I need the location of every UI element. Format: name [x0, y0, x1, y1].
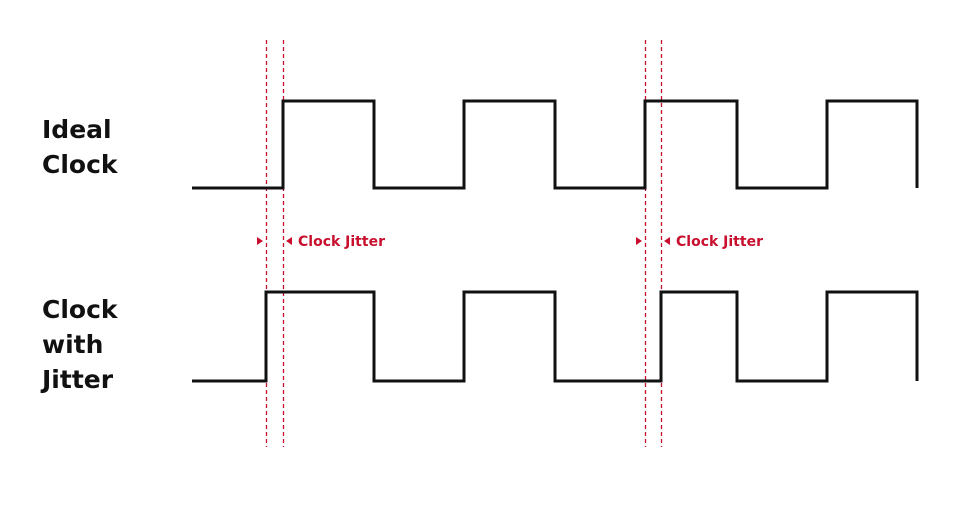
- arrow-left-icon: [286, 237, 292, 245]
- label-clock-with-jitter: Clock with Jitter: [42, 292, 118, 397]
- jitter-annotation-2: Clock Jitter: [636, 234, 763, 250]
- label-line: Clock: [42, 150, 118, 179]
- label-line: Clock: [42, 295, 118, 324]
- label-line: with: [42, 330, 104, 359]
- jitter-clock-waveform: [192, 290, 919, 383]
- arrow-right-icon: [636, 237, 642, 245]
- label-line: Ideal: [42, 115, 112, 144]
- arrow-right-icon: [257, 237, 263, 245]
- jitter-label: Clock Jitter: [298, 234, 385, 250]
- jitter-label: Clock Jitter: [676, 234, 763, 250]
- label-ideal-clock: Ideal Clock: [42, 112, 118, 182]
- label-line: Jitter: [42, 365, 114, 394]
- arrow-left-icon: [664, 237, 670, 245]
- jitter-annotation-1: Clock Jitter: [257, 234, 385, 250]
- ideal-clock-waveform: [192, 99, 919, 190]
